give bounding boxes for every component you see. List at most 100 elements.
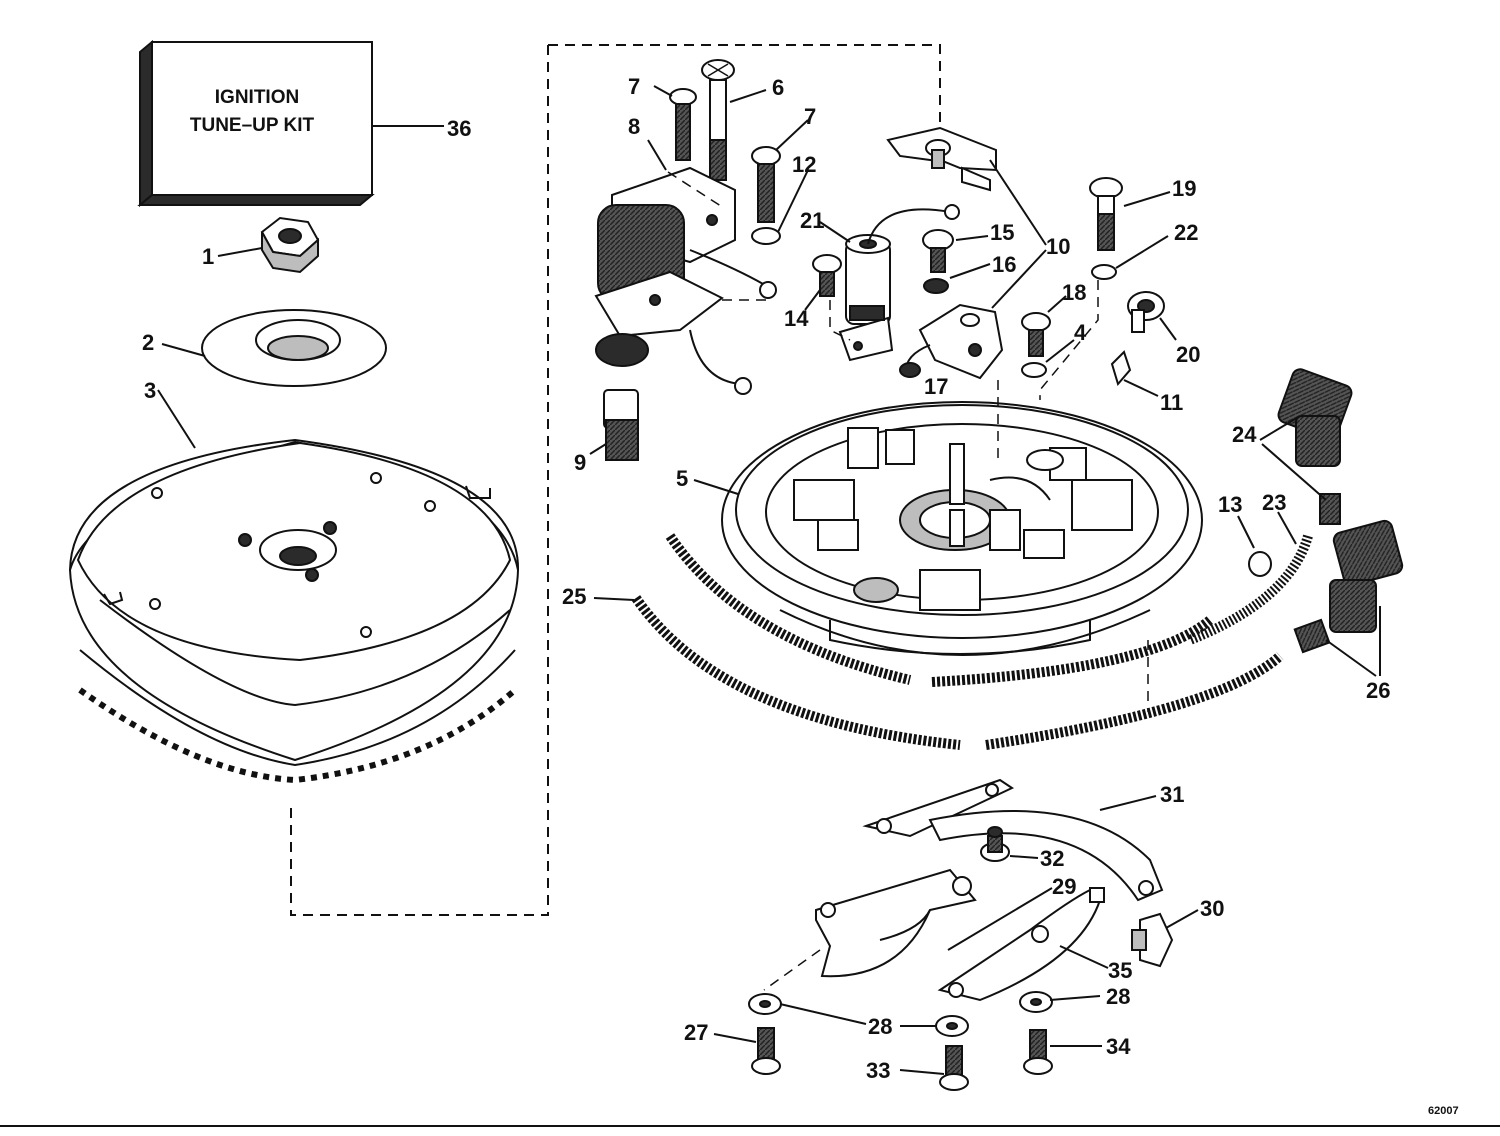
kit-box-line1: IGNITION (215, 87, 299, 108)
leader-32 (1009, 855, 1039, 859)
callout-13: 13 (1218, 492, 1242, 517)
washer-22 (1091, 264, 1117, 280)
leader-9 (589, 443, 607, 455)
leader-28c (1049, 995, 1101, 1001)
lock-washer-12 (751, 227, 781, 245)
leader-13 (1237, 515, 1255, 549)
leader-22 (1115, 235, 1169, 269)
callout-4: 4 (1074, 320, 1087, 345)
leader-30 (1165, 909, 1199, 929)
spark-plug-boot-26 (1329, 519, 1404, 633)
leader-23 (1277, 511, 1297, 545)
callout-16: 16 (992, 252, 1016, 277)
leader-7b (775, 119, 809, 151)
leader-24b (1261, 443, 1327, 501)
callout-28c: 28 (1106, 984, 1130, 1009)
washer-16 (923, 278, 949, 294)
callout-labels: 36 1 2 3 7 6 7 8 12 21 15 10 16 19 22 14… (142, 74, 1390, 1083)
callout-7b: 7 (804, 104, 816, 129)
screw-27 (751, 1027, 781, 1075)
dashed-line-29 (763, 949, 821, 991)
leader-35 (1059, 945, 1109, 969)
leader-5 (693, 479, 739, 495)
cam-wiper-20 (1127, 291, 1165, 333)
callout-9: 9 (574, 450, 586, 475)
callout-35: 35 (1108, 958, 1132, 983)
callout-14: 14 (784, 306, 809, 331)
leader-16 (949, 263, 991, 279)
retainer-ring-25 (631, 533, 1284, 750)
callout-32: 32 (1040, 846, 1064, 871)
terminal-9 (603, 389, 639, 461)
callout-17: 17 (924, 374, 948, 399)
breaker-point-upper (886, 126, 997, 192)
link-30 (1131, 912, 1174, 968)
callout-30: 30 (1200, 896, 1224, 921)
leader-26a (1325, 639, 1377, 677)
leader-29 (947, 887, 1053, 951)
callout-27: 27 (684, 1020, 708, 1045)
felt-strip-23 (1188, 534, 1313, 645)
washer-4 (1021, 362, 1047, 378)
spring-26 (1293, 618, 1331, 654)
drawing-number: 62007 (1428, 1105, 1459, 1117)
flywheel-washer (201, 309, 387, 387)
callout-5: 5 (676, 466, 688, 491)
callout-2: 2 (142, 330, 154, 355)
callout-15: 15 (990, 220, 1014, 245)
leader-14 (804, 289, 821, 311)
screw-15 (922, 229, 954, 273)
callout-12: 12 (792, 152, 816, 177)
callout-6: 6 (772, 75, 784, 100)
screw-33 (939, 1045, 969, 1091)
dashed-line-22 (1039, 280, 1099, 400)
ignition-coil (594, 166, 777, 395)
screw-19 (1089, 177, 1123, 251)
callout-31: 31 (1160, 782, 1184, 807)
armature-plate (721, 401, 1203, 656)
leader-8 (647, 139, 667, 171)
leader-10a (989, 159, 1047, 246)
callout-10: 10 (1046, 234, 1070, 259)
ignition-tune-up-kit-box: IGNITION TUNE–UP KIT (137, 39, 375, 208)
leader-18 (1047, 295, 1067, 313)
leader-2 (161, 343, 206, 357)
leader-3 (157, 389, 196, 449)
callout-36: 36 (447, 116, 471, 141)
flywheel (68, 438, 520, 784)
callout-8: 8 (628, 114, 640, 139)
callout-1: 1 (202, 244, 214, 269)
leader-33 (899, 1069, 945, 1075)
screw-14 (812, 254, 842, 297)
callout-22: 22 (1174, 220, 1198, 245)
dashed-line-top (548, 44, 941, 130)
leader-31 (1099, 795, 1157, 811)
spring-24 (1319, 493, 1341, 525)
callout-34: 34 (1106, 1034, 1131, 1059)
screw-34 (1023, 1029, 1053, 1075)
callout-29: 29 (1052, 874, 1076, 899)
spring-11 (1110, 350, 1132, 387)
callout-25: 25 (562, 584, 586, 609)
breaker-point-lower (899, 303, 1004, 380)
screw-32 (980, 826, 1010, 862)
advance-link-29 (815, 868, 977, 978)
leader-4 (1045, 339, 1075, 363)
leader-28a (779, 1003, 867, 1025)
leader-21 (819, 221, 851, 243)
condenser (838, 204, 960, 362)
dashed-line-14 (829, 300, 851, 341)
leader-11 (1123, 379, 1159, 397)
callout-23: 23 (1262, 490, 1286, 515)
screw-6 (701, 59, 735, 181)
callout-21: 21 (800, 208, 824, 233)
dashed-line-left (290, 45, 549, 916)
callout-33: 33 (866, 1058, 890, 1083)
spark-plug-boot-24 (1277, 368, 1353, 467)
leader-19 (1123, 191, 1171, 207)
callout-18: 18 (1062, 280, 1086, 305)
leader-7a (653, 85, 673, 97)
leader-24a (1259, 415, 1301, 441)
